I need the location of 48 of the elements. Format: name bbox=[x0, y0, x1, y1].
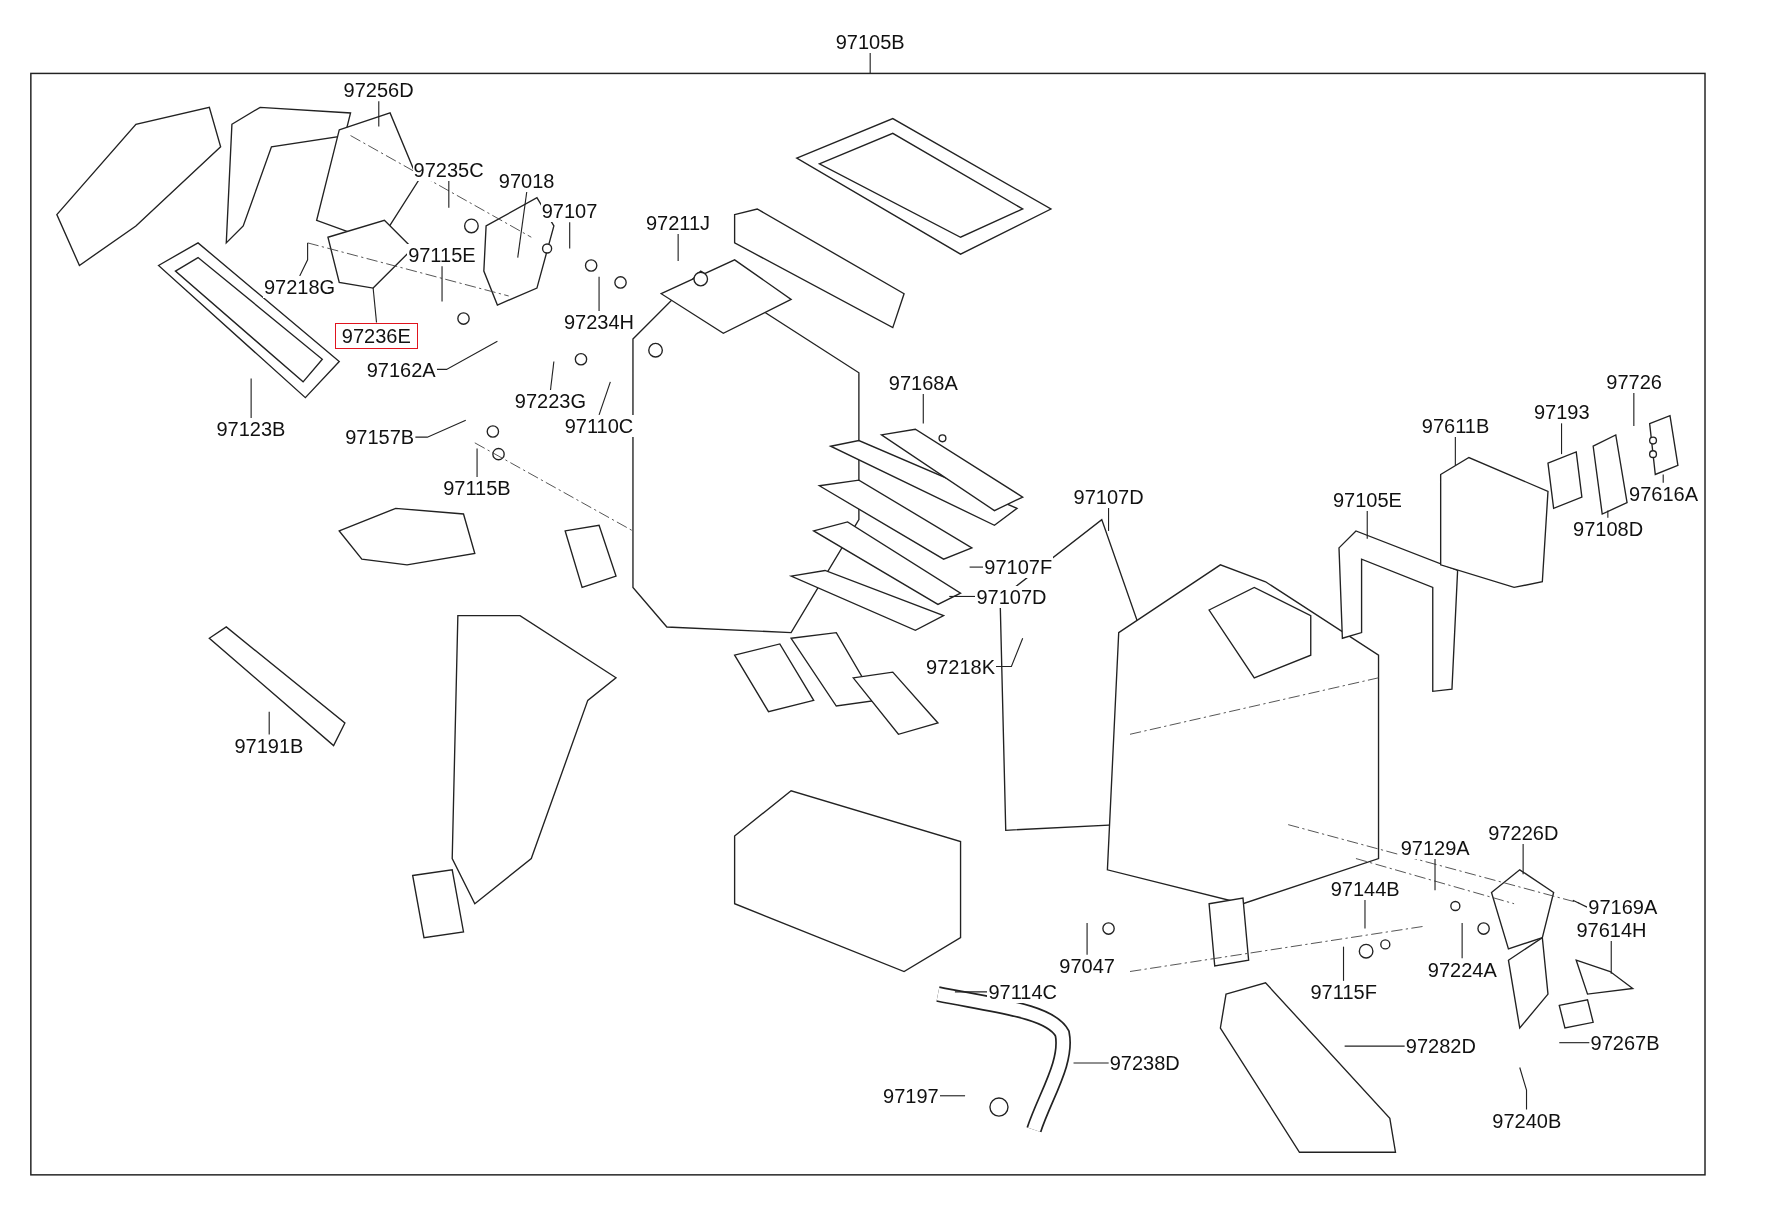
leader-line bbox=[1610, 940, 1612, 975]
leader-line bbox=[1086, 922, 1088, 956]
callout-number: 97107 bbox=[540, 200, 599, 223]
leader-line bbox=[517, 191, 528, 259]
leader-line bbox=[448, 179, 450, 209]
leader-line bbox=[869, 52, 871, 74]
leader-line bbox=[969, 566, 984, 568]
callout-number: 97107F bbox=[983, 556, 1054, 579]
leader-line bbox=[299, 242, 309, 277]
callout-number: 97107D bbox=[975, 585, 1048, 608]
leader-line bbox=[922, 393, 924, 425]
leader-line bbox=[414, 419, 467, 438]
leader-line bbox=[1344, 1045, 1406, 1047]
leader-line bbox=[436, 340, 498, 370]
leader-line bbox=[1607, 510, 1609, 519]
leader-line bbox=[569, 221, 571, 250]
leader-line bbox=[378, 100, 380, 128]
leader-line bbox=[939, 1095, 966, 1097]
callout-number: 97218G bbox=[262, 276, 337, 299]
leader-line bbox=[1454, 436, 1456, 466]
leader-line bbox=[948, 595, 976, 598]
leader-line bbox=[1633, 392, 1635, 427]
leader-line bbox=[1342, 946, 1345, 982]
leader-line bbox=[441, 265, 443, 303]
leader-line bbox=[1366, 509, 1368, 540]
leader-line bbox=[598, 276, 600, 312]
leader-line bbox=[598, 381, 611, 416]
leader-line bbox=[954, 991, 988, 993]
leader-line bbox=[677, 232, 679, 262]
leader-line bbox=[995, 637, 1024, 668]
leader-line bbox=[1072, 1062, 1110, 1064]
leader-line bbox=[1572, 899, 1588, 908]
leader-line bbox=[1461, 922, 1463, 959]
callout-number: 97110C bbox=[563, 415, 635, 438]
leader-line bbox=[1519, 1066, 1528, 1111]
leader-line bbox=[549, 360, 555, 391]
leader-line bbox=[476, 447, 478, 478]
leader-line bbox=[1364, 899, 1366, 930]
leader-line bbox=[1107, 507, 1110, 532]
leader-line bbox=[1560, 422, 1563, 455]
leader-line bbox=[1522, 843, 1524, 875]
leader-line bbox=[250, 377, 252, 419]
leader-line bbox=[1558, 1042, 1590, 1044]
leader-line bbox=[1434, 857, 1436, 891]
leader-line bbox=[1662, 473, 1664, 484]
highlighted-callout-number: 97236E bbox=[334, 322, 418, 349]
leader-line bbox=[372, 287, 378, 324]
leader-line bbox=[268, 711, 270, 736]
